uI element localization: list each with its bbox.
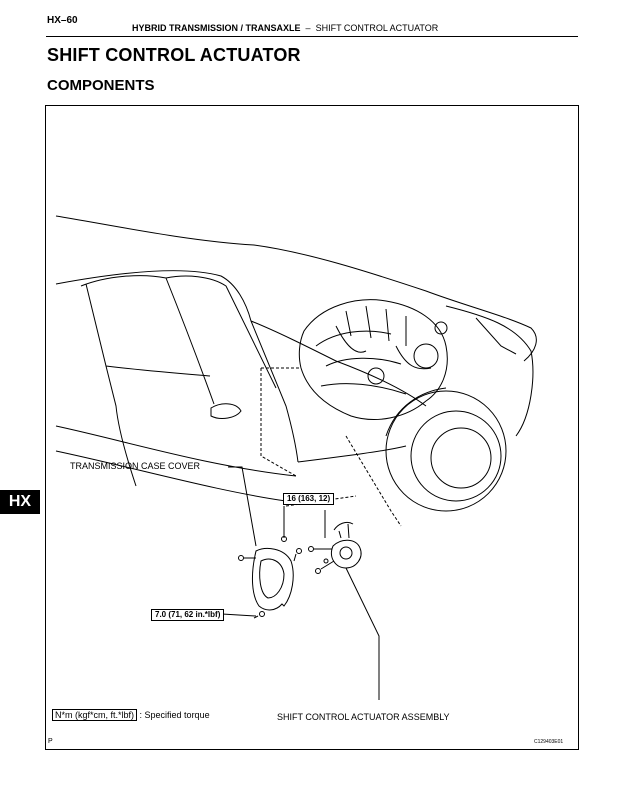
page-title: SHIFT CONTROL ACTUATOR xyxy=(47,45,301,65)
legend-unit-box: N*m (kgf*cm, ft.*lbf) xyxy=(52,709,138,721)
running-header: HYBRID TRANSMISSION / TRANSAXLE – SHIFT … xyxy=(132,23,438,33)
torque-label-top: 16 (163, 12) xyxy=(283,493,335,505)
header-section: HYBRID TRANSMISSION / TRANSAXLE xyxy=(132,23,301,33)
header-separator: – xyxy=(305,23,311,33)
torque-label-bottom: 7.0 (71, 62 in.*lbf) xyxy=(151,609,225,621)
vehicle-outline xyxy=(55,215,537,512)
legend-text: : Specified torque xyxy=(139,710,210,720)
transmission-case-cover xyxy=(238,548,302,619)
shift-control-actuator xyxy=(281,506,380,700)
engine-assembly xyxy=(298,299,448,421)
figure-frame xyxy=(45,105,579,750)
corner-mark: P xyxy=(48,738,53,745)
callout-leaders xyxy=(221,466,257,617)
assembly-label: SHIFT CONTROL ACTUATOR ASSEMBLY xyxy=(277,712,450,722)
header-rule xyxy=(46,36,578,37)
header-topic: SHIFT CONTROL ACTUATOR xyxy=(315,23,439,33)
figure-id: C129403E01 xyxy=(534,739,564,745)
page-number: HX–60 xyxy=(47,15,78,26)
section-tab: HX xyxy=(0,490,40,514)
section-heading: COMPONENTS xyxy=(47,77,155,94)
cover-label: TRANSMISSION CASE COVER xyxy=(70,461,201,471)
torque-legend: N*m (kgf*cm, ft.*lbf) : Specified torque xyxy=(52,709,210,721)
component-illustration xyxy=(55,215,537,700)
